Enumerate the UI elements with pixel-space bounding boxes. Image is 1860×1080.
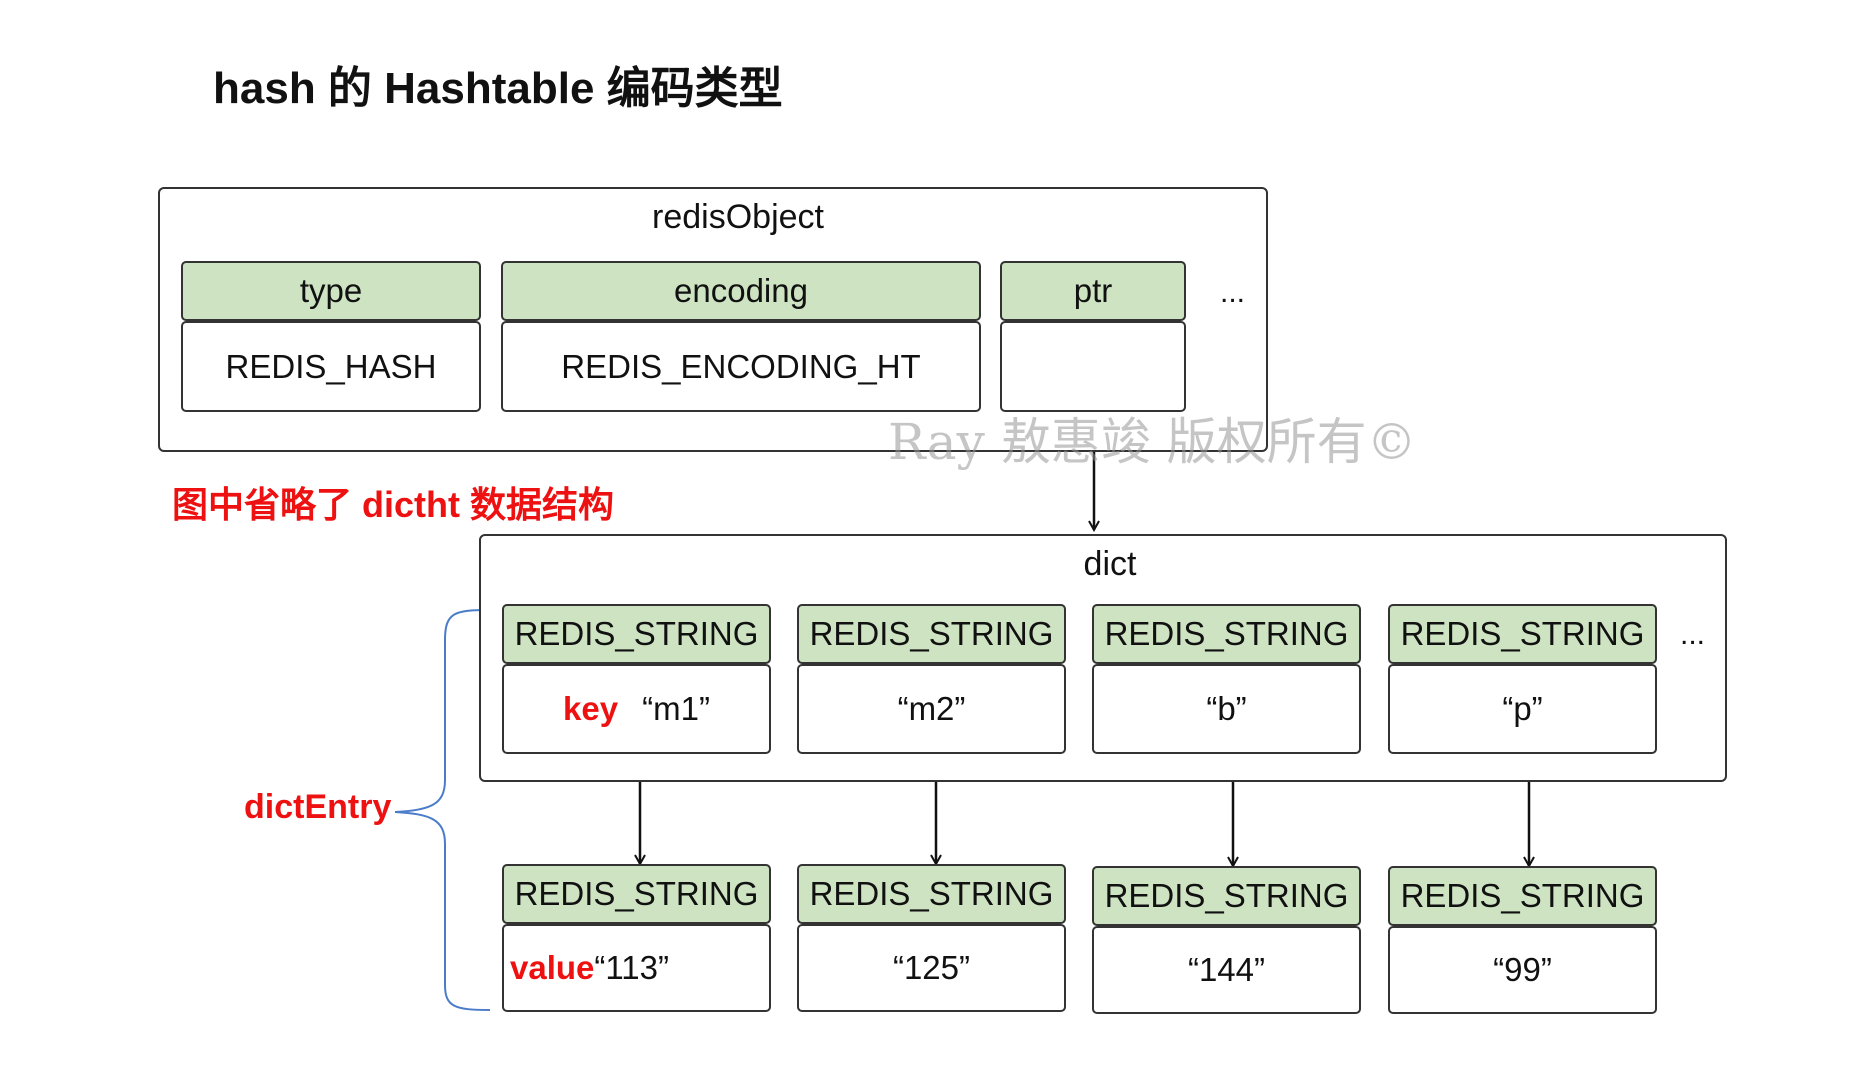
key-type-2: REDIS_STRING	[797, 604, 1066, 664]
ptr-field-value	[1000, 321, 1186, 412]
redis-object-label: redisObject	[652, 198, 824, 236]
value-value-3: “144”	[1092, 926, 1361, 1014]
value-type-1: REDIS_STRING	[502, 864, 771, 924]
key-value-1: key “m1”	[502, 664, 771, 754]
value-type-3: REDIS_STRING	[1092, 866, 1361, 926]
key-value-4: “p”	[1388, 664, 1657, 754]
dict-label: dict	[1083, 545, 1137, 583]
dict-ellipsis: ...	[1680, 618, 1706, 651]
key-type-3: REDIS_STRING	[1092, 604, 1361, 664]
value-type-4: REDIS_STRING	[1388, 866, 1657, 926]
key-value-3: “b”	[1092, 664, 1361, 754]
value-tag: value	[510, 949, 595, 986]
encoding-field-header: encoding	[501, 261, 981, 321]
key-value-2: “m2”	[797, 664, 1066, 754]
value-type-2: REDIS_STRING	[797, 864, 1066, 924]
watermark: Ray 敖惠竣 版权所有©	[888, 413, 1417, 471]
page-title: hash 的 Hashtable 编码类型	[213, 64, 783, 113]
value-value-4: “99”	[1388, 926, 1657, 1014]
omitted-note: 图中省略了 dictht 数据结构	[172, 484, 614, 525]
encoding-field-value: REDIS_ENCODING_HT	[501, 321, 981, 412]
key-type-4: REDIS_STRING	[1388, 604, 1657, 664]
dict-entry-label: dictEntry	[244, 788, 392, 826]
redis-object-ellipsis: ...	[1220, 276, 1246, 309]
value-text-1: “113”	[594, 949, 669, 986]
dict-entry-brace	[394, 609, 491, 1011]
ptr-field-header: ptr	[1000, 261, 1186, 321]
key-type-1: REDIS_STRING	[502, 604, 771, 664]
value-value-1: value “113”	[502, 924, 771, 1012]
key-text-1: “m1”	[642, 690, 710, 727]
key-tag: key	[563, 690, 619, 727]
type-field-header: type	[181, 261, 481, 321]
type-field-value: REDIS_HASH	[181, 321, 481, 412]
value-value-2: “125”	[797, 924, 1066, 1012]
